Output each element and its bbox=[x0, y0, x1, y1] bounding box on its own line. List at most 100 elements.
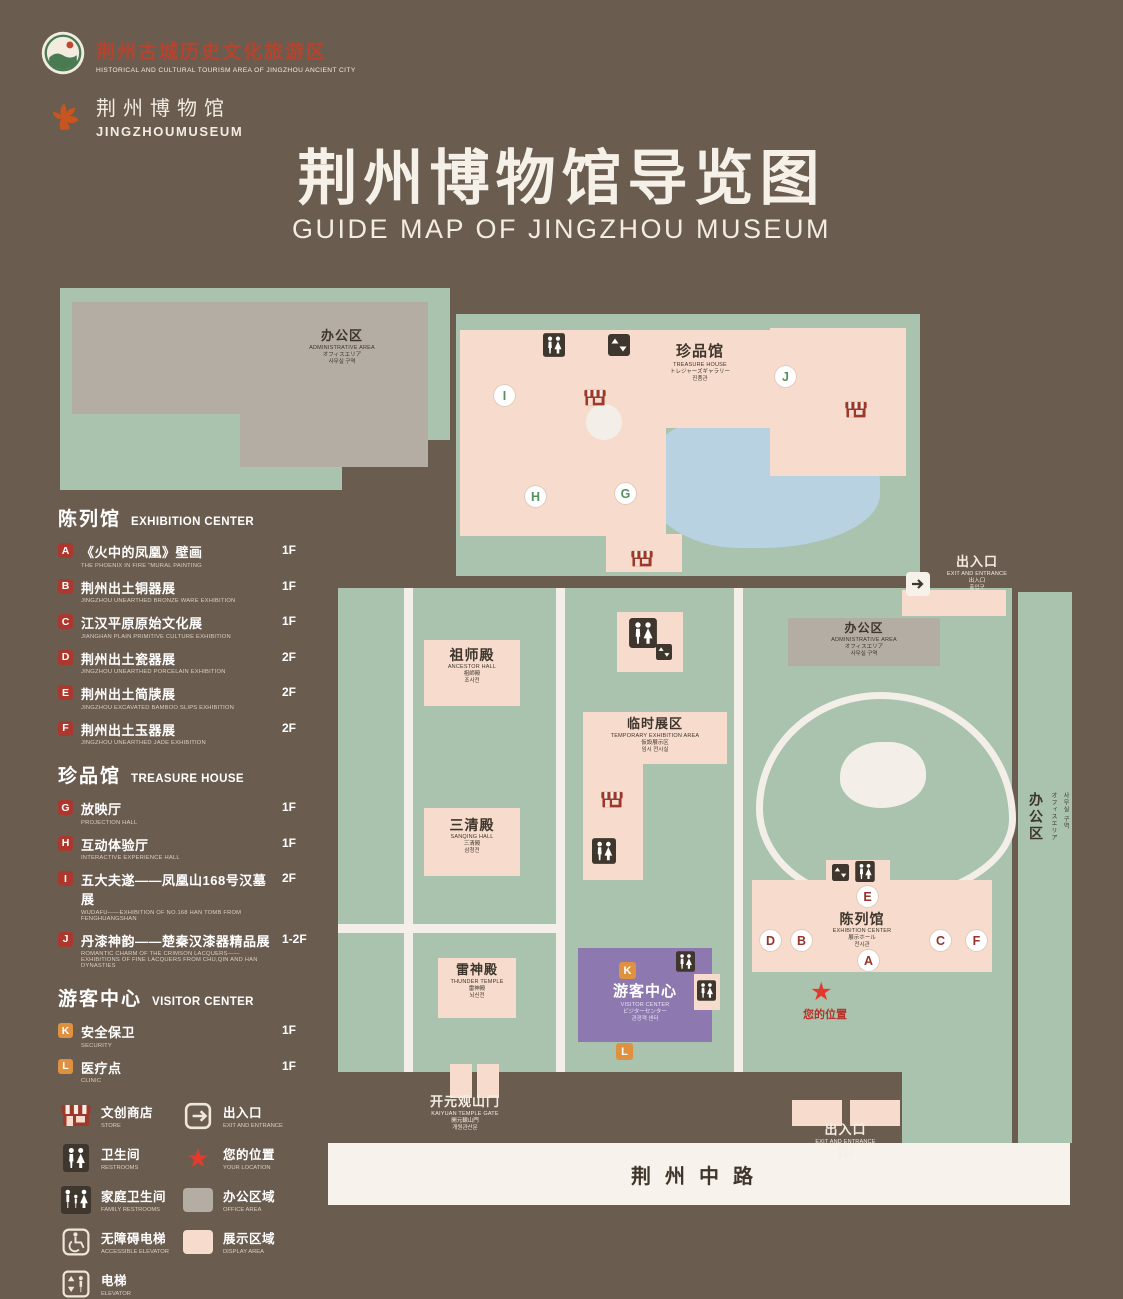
marker-clinic-l: L bbox=[616, 1043, 633, 1060]
legend-item-letter-badge: D bbox=[58, 649, 73, 665]
exit-icon bbox=[180, 1100, 216, 1131]
kaiyuan-gate-label: 开元观山门 KAIYUAN TEMPLE GATE 開元観山門 개원관산문 bbox=[429, 1094, 500, 1132]
gate-pillar-right bbox=[477, 1064, 499, 1098]
tourism-area-subtitle: HISTORICAL AND CULTURAL TOURISM AREA OF … bbox=[96, 67, 356, 74]
restroom-icon bbox=[697, 980, 716, 1001]
legend-item-name-cn: 放映厅 bbox=[81, 802, 122, 817]
museum-brand: 荆州博物馆 JINGZHOUMUSEUM bbox=[40, 92, 243, 139]
legend-item-name-en: JINGZHOU UNEARTHED BRONZE WARE EXHIBITIO… bbox=[81, 598, 236, 604]
legend-item-name-cn: 荆州出土简牍展 bbox=[81, 687, 176, 702]
legend-item-name-cn: 医疗点 bbox=[81, 1060, 122, 1076]
icon-legend: 文创商店 STORE 出入口 EXIT AND ENTRANCE 卫生间 RES… bbox=[58, 1100, 310, 1299]
legend-section-title-cn: 珍品馆 bbox=[58, 766, 122, 787]
icon-legend-item: 办公区域 OFFICE AREA bbox=[180, 1184, 310, 1215]
store-icon bbox=[601, 790, 623, 810]
legend-item-floor: 2F bbox=[282, 649, 297, 664]
restroom-icon bbox=[855, 861, 875, 882]
treasure-house-center-wing bbox=[558, 424, 666, 536]
tourism-area-logo-icon bbox=[40, 30, 86, 81]
legend-item: F 荆州出土玉器展 JINGZHOU UNEARTHED JADE EXHIBI… bbox=[58, 720, 310, 746]
temporary-exhibition-label: 临时展区 TEMPORARY EXHIBITION AREA 仮設展示区 임시 … bbox=[610, 716, 700, 754]
icon-legend-item: 文创商店 STORE bbox=[58, 1100, 180, 1131]
legend-item-letter-badge: B bbox=[58, 578, 73, 594]
icon-legend-label-cn: 办公区域 bbox=[223, 1190, 276, 1205]
legend-item-letter-badge: H bbox=[58, 835, 73, 851]
legend-item: G 放映厅 PROJECTION HALL 1F bbox=[58, 799, 310, 826]
exhibition-center-label: 陈列馆 EXHIBITION CENTER 展示ホール 전시관 bbox=[832, 911, 892, 949]
legend-item: I 五大夫遂——凤凰山168号汉墓展 WUDAFU——EXHIBITION OF… bbox=[58, 870, 310, 922]
legend-item: J 丹漆神韵——楚秦汉漆器精品展 ROMANTIC CHARM OF THE C… bbox=[58, 931, 310, 969]
your-location-label: 您的位置 bbox=[803, 1009, 847, 1021]
legend-item-name-cn: 《火中的凤凰》壁画 bbox=[81, 545, 203, 560]
ancestor-hall-label: 祖师殿 ANCESTOR HALL 祖師殿 조사전 bbox=[447, 647, 497, 685]
legend-item-letter-badge: L bbox=[58, 1058, 73, 1074]
admin-area-central-label: 办公区 ADMINISTRATIVE AREA オフィスエリア 사무실 구역 bbox=[831, 621, 897, 657]
legend-item-name-cn: 五大夫遂——凤凰山168号汉墓展 bbox=[81, 873, 267, 907]
icon-legend-label-en: ELEVATOR bbox=[101, 1290, 131, 1297]
garden-pavilion-blob bbox=[840, 742, 926, 808]
icon-legend-label-en: YOUR LOCATION bbox=[223, 1164, 271, 1171]
thunder-temple-building bbox=[438, 958, 516, 1018]
legend-item-name-cn: 互动体验厅 bbox=[81, 837, 149, 853]
legend-item-name-cn: 丹漆神韵——楚秦汉漆器精品展 bbox=[81, 933, 271, 949]
legend-section-header: 珍品馆 TREASURE HOUSE bbox=[58, 761, 310, 788]
legend-section: 陈列馆 EXHIBITION CENTER A 《火中的凤凰》壁画 THE PH… bbox=[58, 504, 310, 746]
south-exit-label: 出入口 EXIT AND ENTRANCE 出入口 출입구 bbox=[815, 1122, 876, 1160]
marker-hall-a: A bbox=[858, 950, 879, 971]
legend-section: 珍品馆 TREASURE HOUSE G 放映厅 PROJECTION HALL… bbox=[58, 761, 310, 969]
legend-item-name-en: JINGZHOU UNEARTHED JADE EXHIBITION bbox=[81, 740, 206, 746]
museum-title-en: JINGZHOUMUSEUM bbox=[96, 124, 244, 139]
store-icon bbox=[58, 1100, 94, 1131]
icon-legend-item: 无障碍电梯 ACCESSIBLE ELEVATOR bbox=[58, 1226, 180, 1257]
marker-hall-c: C bbox=[930, 930, 951, 951]
marker-hall-b: B bbox=[791, 930, 812, 951]
lawn-southeast bbox=[902, 1072, 1012, 1143]
legend-item-name-cn: 安全保卫 bbox=[81, 1025, 136, 1040]
tourism-area-brand: 荆州古城历史文化旅游区 HISTORICAL AND CULTURAL TOUR… bbox=[40, 30, 356, 81]
legend-item-floor: 1F bbox=[282, 1058, 297, 1073]
icon-legend-label-en: FAMILY RESTROOMS bbox=[101, 1206, 161, 1213]
icon-legend-label-en: ACCESSIBLE ELEVATOR bbox=[101, 1248, 169, 1255]
icon-legend-label-cn: 卫生间 bbox=[101, 1148, 141, 1163]
east-exit-label: 出入口 EXIT AND ENTRANCE 出入口 출입구 bbox=[946, 554, 1008, 592]
legend-item-name-en: INTERACTIVE EXPERIENCE HALL bbox=[81, 855, 180, 861]
legend-item-letter-badge: A bbox=[58, 543, 73, 558]
admin-area-top-label: 办公区 ADMINISTRATIVE AREA オフィスエリア 사무실 구역 bbox=[309, 328, 375, 366]
legend-section-header: 游客中心 VISITOR CENTER bbox=[58, 984, 310, 1011]
restroom-icon bbox=[629, 618, 657, 648]
legend-section-title-cn: 陈列馆 bbox=[58, 509, 122, 530]
legend-item: D 荆州出土瓷器展 JINGZHOU UNEARTHED PORCELAIN E… bbox=[58, 649, 310, 675]
legend-panel: 陈列馆 EXHIBITION CENTER A 《火中的凤凰》壁画 THE PH… bbox=[58, 500, 310, 1299]
walkway-vertical-east bbox=[734, 588, 743, 1072]
marker-hall-f: F bbox=[966, 930, 987, 951]
legend-item-name-en: ROMANTIC CHARM OF THE CRIMSON LACQUERS——… bbox=[81, 951, 258, 969]
legend-item: A 《火中的凤凰》壁画 THE PHOENIX IN FIRE "MURAL P… bbox=[58, 542, 310, 569]
legend-item-floor: 2F bbox=[282, 871, 297, 885]
ancestor-hall-building bbox=[424, 640, 520, 706]
legend-item-letter-badge: J bbox=[58, 931, 73, 947]
legend-item-name-cn: 荆州出土铜器展 bbox=[81, 580, 176, 596]
legend-item-name-cn: 江汉平原原始文化展 bbox=[81, 616, 203, 631]
legend-item: K 安全保卫 SECURITY 1F bbox=[58, 1022, 310, 1049]
page-title: 荆州博物馆导览图 bbox=[297, 145, 826, 212]
walkway-vertical-west bbox=[404, 588, 413, 1072]
restroom-icon bbox=[58, 1142, 94, 1173]
legend-item-name-cn: 荆州出土玉器展 bbox=[81, 722, 176, 738]
restroom-icon bbox=[592, 838, 616, 864]
icon-legend-label-cn: 无障碍电梯 bbox=[101, 1232, 167, 1247]
icon-legend-label-en: RESTROOMS bbox=[101, 1164, 139, 1171]
icon-legend-item: 卫生间 RESTROOMS bbox=[58, 1142, 180, 1173]
store-icon bbox=[631, 549, 653, 569]
exit-icon bbox=[906, 572, 930, 596]
legend-item: E 荆州出土简牍展 JINGZHOU EXCAVATED BAMBOO SLIP… bbox=[58, 684, 310, 711]
legend-item-floor: 1F bbox=[282, 614, 297, 628]
restroom-icon bbox=[543, 333, 565, 357]
treasure-house-west-wing bbox=[460, 330, 562, 536]
legend-item-name-en: WUDAFU——EXHIBITION OF NO.168 HAN TOMB FR… bbox=[81, 909, 242, 922]
legend-item-name-en: JIANGHAN PLAIN PRIMITIVE CULTURE EXHIBIT… bbox=[81, 633, 231, 640]
elevator-icon bbox=[608, 334, 630, 356]
icon-legend-item: 展示区域 DISPLAY AREA bbox=[180, 1226, 310, 1257]
legend-item-name-en: SECURITY bbox=[81, 1042, 112, 1049]
legend-item-floor: 1F bbox=[282, 1023, 297, 1037]
star-icon: ★ bbox=[186, 1142, 210, 1173]
